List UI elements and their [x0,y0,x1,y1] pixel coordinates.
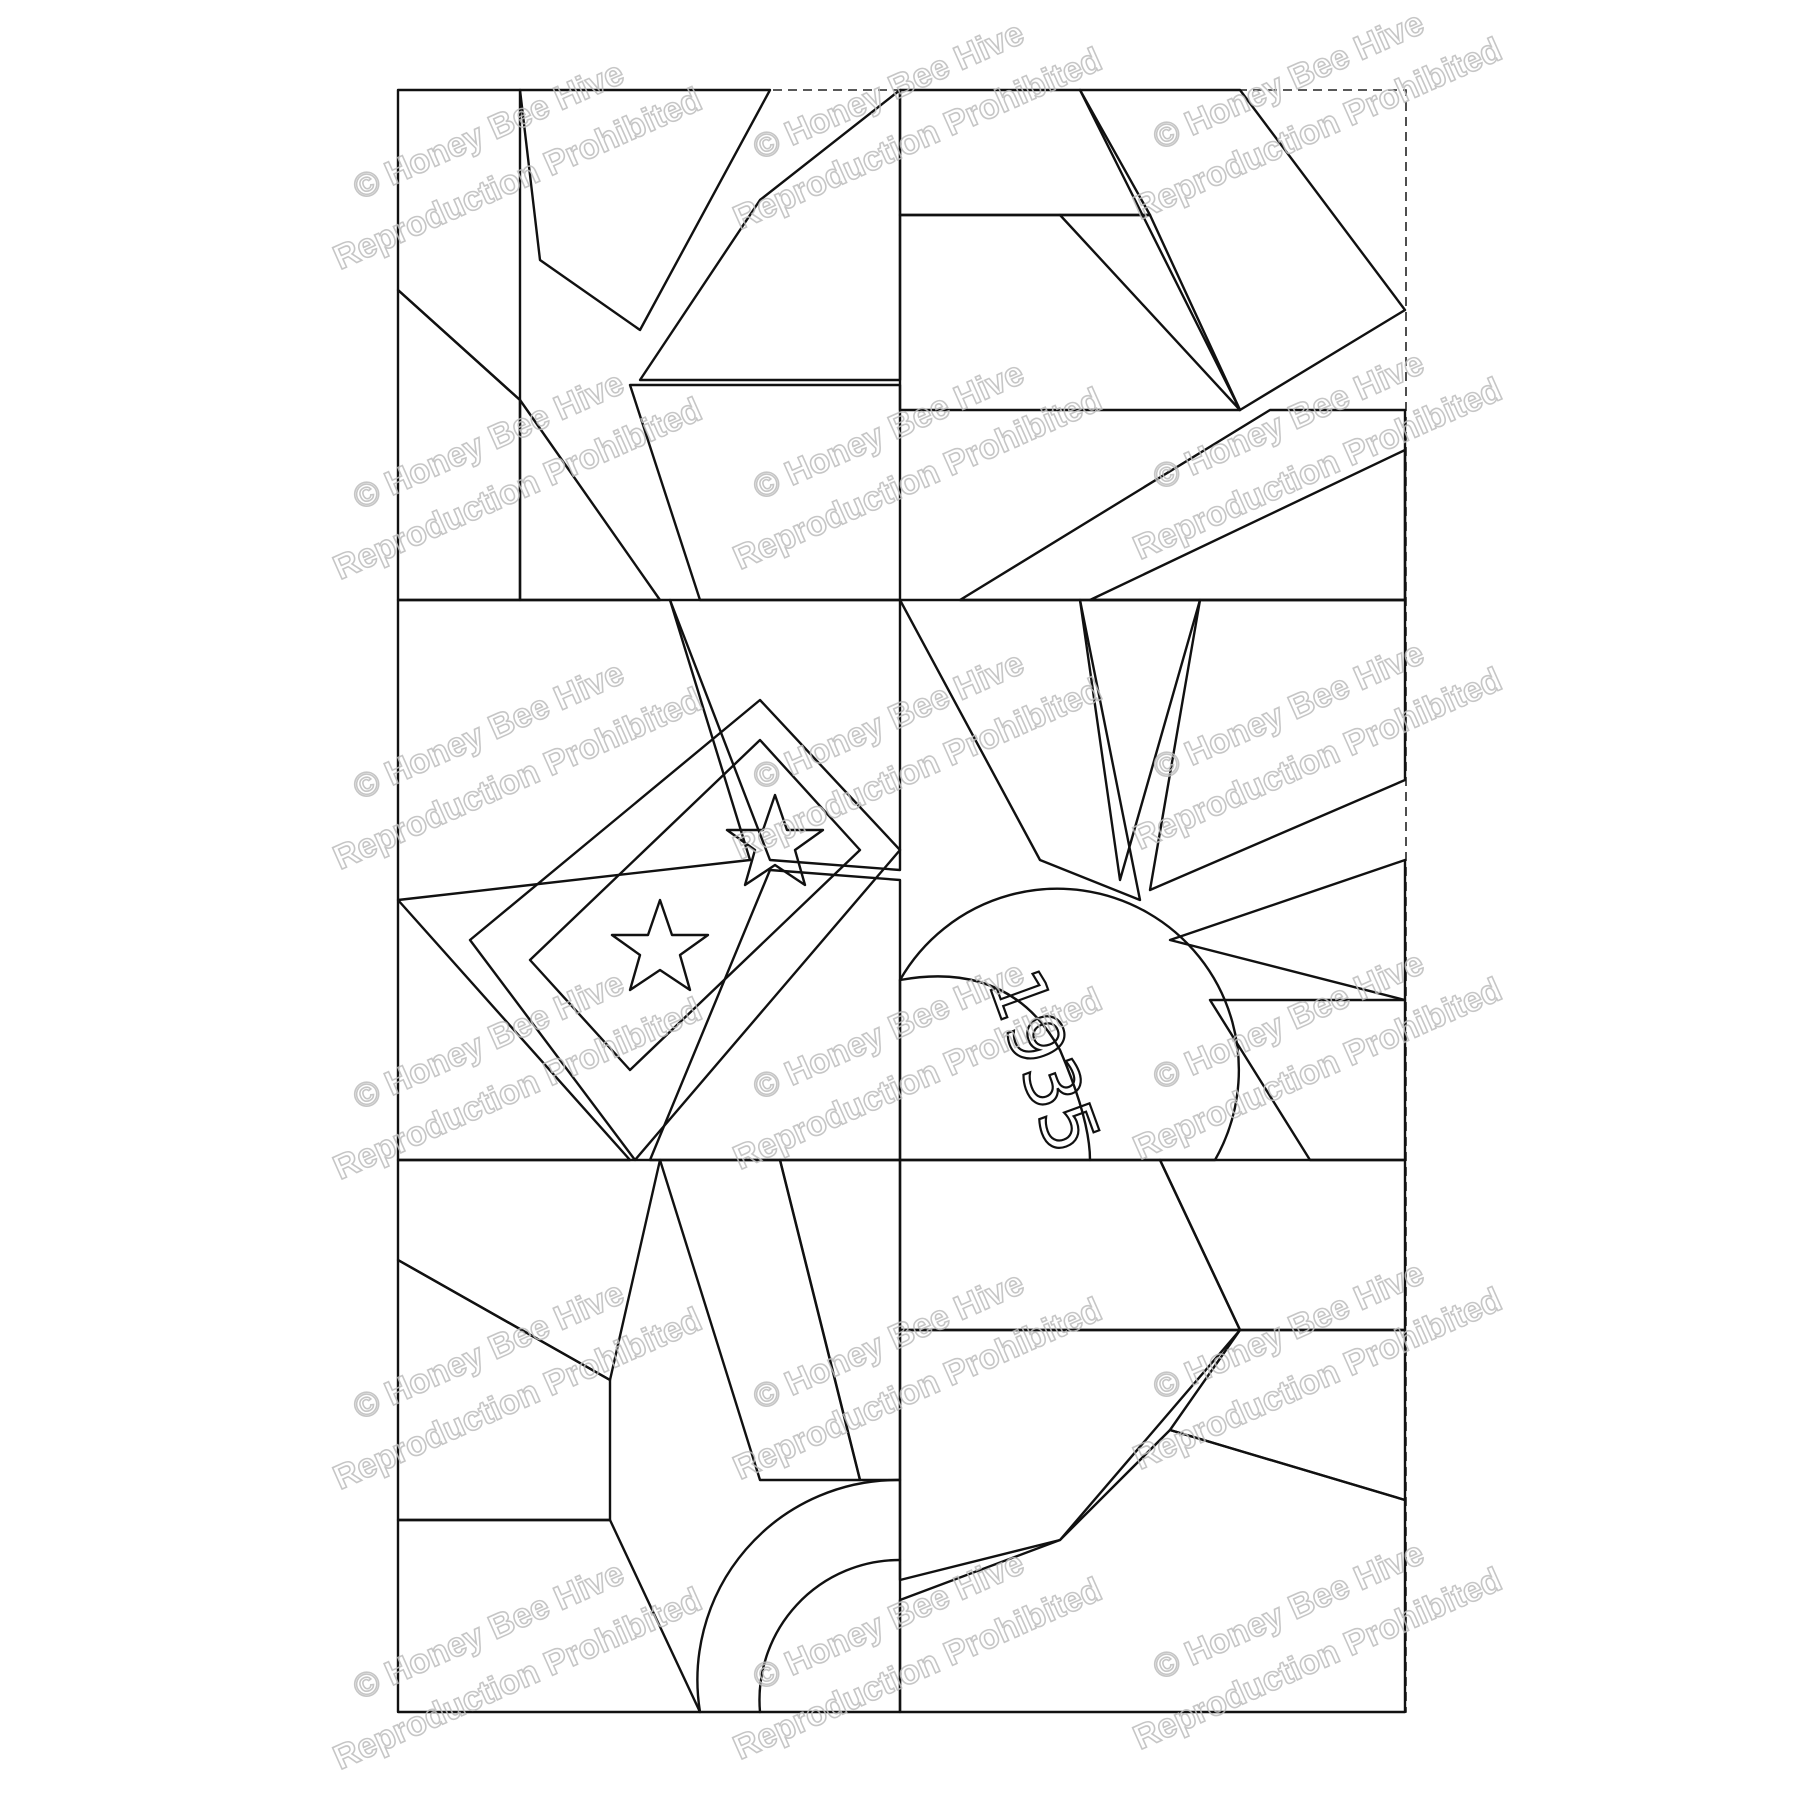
bottom-block [396,1158,1407,1714]
quilt-border [397,89,1407,1713]
star-icon [725,793,825,887]
star-icon [610,898,710,992]
watermark: © Honey Bee Hive Reproduction Prohibited… [327,3,1508,1778]
